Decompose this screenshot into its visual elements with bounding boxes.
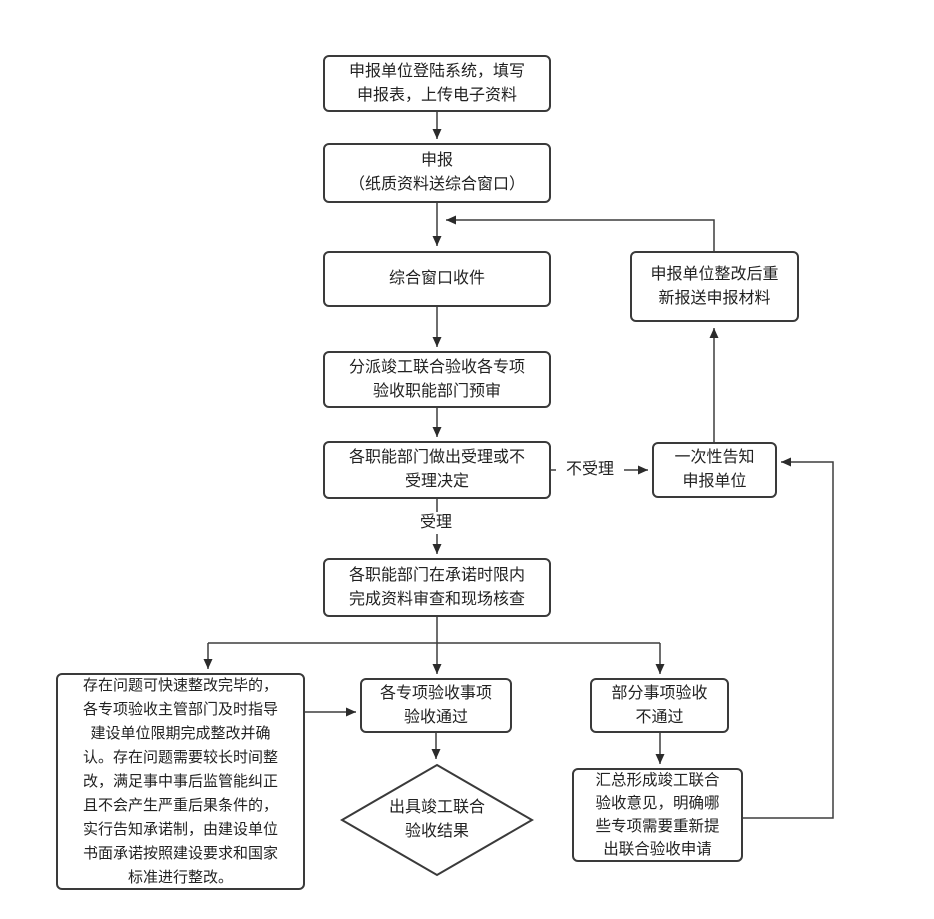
node-notify: 一次性告知 申报单位: [652, 442, 777, 498]
node-result-diamond: 出具竣工联合 验收结果: [388, 799, 485, 840]
node-review: 各职能部门在承诺时限内 完成资料审查和现场核查: [323, 558, 551, 617]
node-resubmit: 申报单位整改后重 新报送申报材料: [630, 251, 799, 322]
node-declare: 申报 （纸质资料送综合窗口）: [323, 143, 551, 203]
edge-resubmit-merge: [446, 215, 715, 251]
node-summary: 汇总形成竣工联合 验收意见，明确哪 些专项需要重新提 出联合验收申请: [572, 768, 743, 862]
edge-label-reject: 不受理: [556, 459, 624, 481]
node-login: 申报单位登陆系统，填写 申报表，上传电子资料: [323, 55, 551, 112]
node-rectify-note: 存在问题可快速整改完毕的， 各专项验收主管部门及时指导 建设单位限期完成整改并确…: [56, 673, 305, 890]
node-decision: 各职能部门做出受理或不 受理决定: [323, 441, 551, 499]
edge-branch-trunk: [208, 617, 660, 644]
edge-label-accept: 受理: [404, 512, 468, 534]
node-pass: 各专项验收事项 验收通过: [360, 678, 512, 733]
edge-summary-notify: [743, 457, 834, 819]
result-diamond-shape: [340, 763, 534, 877]
node-receive: 综合窗口收件: [323, 251, 551, 307]
node-partial-fail: 部分事项验收 不通过: [590, 678, 729, 733]
node-dispatch: 分派竣工联合验收各专项 验收职能部门预审: [323, 351, 551, 408]
